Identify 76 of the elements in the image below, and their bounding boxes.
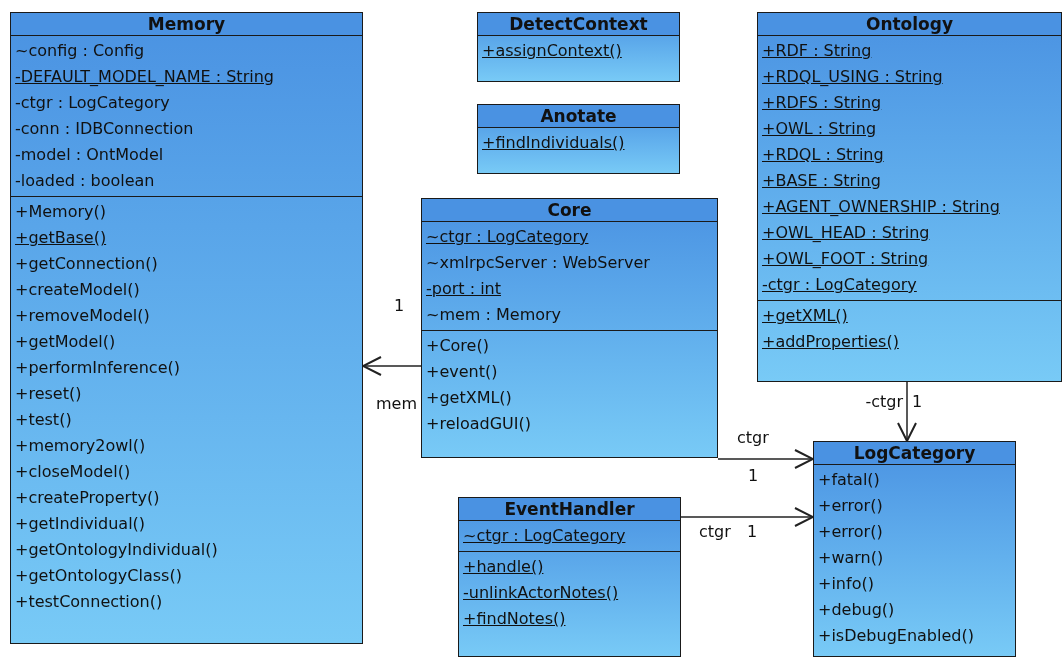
attribute-text: +OWL : String <box>761 118 878 140</box>
method-text: +test() <box>14 409 73 431</box>
method-text: +getIndividual() <box>14 513 147 535</box>
association-arrow <box>717 449 814 469</box>
method-text: +reset() <box>14 383 83 405</box>
association-arrow <box>897 381 917 442</box>
attribute-text: +RDQL_USING : String <box>761 66 944 88</box>
attribute-text: +BASE : String <box>761 170 882 192</box>
method-text: +findNotes() <box>462 608 567 630</box>
method-text: +Core() <box>425 335 490 357</box>
attribute-text: -ctgr : LogCategory <box>14 92 171 114</box>
method-text: +findIndividuals() <box>481 132 626 154</box>
method-text: +isDebugEnabled() <box>817 625 975 647</box>
association-arrow <box>680 507 814 527</box>
method-text: +getModel() <box>14 331 117 353</box>
attribute-text: -port : int <box>425 278 502 300</box>
attribute-text: +OWL_FOOT : String <box>761 248 930 270</box>
method-text: +getOntologyClass() <box>14 565 183 587</box>
method-text: -unlinkActorNotes() <box>462 582 620 604</box>
method-text: +getXML() <box>761 305 849 327</box>
method-text: +debug() <box>817 599 896 621</box>
class-box <box>421 198 718 458</box>
method-text: +createModel() <box>14 279 141 301</box>
class-box <box>813 441 1016 657</box>
association-arrow <box>362 356 422 376</box>
attribute-text: ~ctgr : LogCategory <box>425 226 590 248</box>
multiplicity-label: 1 <box>912 392 923 412</box>
attribute-text: -conn : IDBConnection <box>14 118 195 140</box>
attribute-text: -model : OntModel <box>14 144 165 166</box>
edge-label: ctgr <box>699 522 731 542</box>
multiplicity-label: 1 <box>748 466 759 486</box>
method-text: +fatal() <box>817 469 881 491</box>
class-name: EventHandler <box>459 498 680 521</box>
method-text: +info() <box>817 573 875 595</box>
class-box <box>10 12 363 644</box>
method-text: +memory2owl() <box>14 435 147 457</box>
method-text: +performInference() <box>14 357 181 379</box>
class-box <box>757 12 1062 382</box>
method-text: +error() <box>817 521 884 543</box>
attribute-text: ~config : Config <box>14 40 146 62</box>
attribute-text: ~mem : Memory <box>425 304 563 326</box>
method-text: +testConnection() <box>14 591 164 613</box>
class-name: Ontology <box>758 13 1061 36</box>
method-text: +getBase() <box>14 227 108 249</box>
multiplicity-label: 1 <box>747 522 758 542</box>
method-text: +error() <box>817 495 884 517</box>
attribute-text: +RDQL : String <box>761 144 885 166</box>
edge-label: mem <box>376 394 417 414</box>
attribute-text: -loaded : boolean <box>14 170 156 192</box>
method-text: +closeModel() <box>14 461 132 483</box>
method-text: +reloadGUI() <box>425 413 532 435</box>
method-text: +warn() <box>817 547 885 569</box>
method-text: +getConnection() <box>14 253 159 275</box>
attribute-text: +OWL_HEAD : String <box>761 222 931 244</box>
class-box <box>458 497 681 657</box>
attribute-text: ~ctgr : LogCategory <box>462 525 627 547</box>
attribute-text: +AGENT_OWNERSHIP : String <box>761 196 1001 218</box>
method-text: +getOntologyIndividual() <box>14 539 219 561</box>
edge-label: -ctgr <box>865 392 903 412</box>
attribute-text: ~xmlrpcServer : WebServer <box>425 252 651 274</box>
attribute-text: +RDFS : String <box>761 92 883 114</box>
attribute-text: +RDF : String <box>761 40 873 62</box>
method-text: +removeModel() <box>14 305 151 327</box>
method-text: +addProperties() <box>761 331 900 353</box>
class-box <box>477 104 680 174</box>
attribute-text: -DEFAULT_MODEL_NAME : String <box>14 66 275 88</box>
method-text: +event() <box>425 361 499 383</box>
method-text: +getXML() <box>425 387 513 409</box>
method-text: +createProperty() <box>14 487 161 509</box>
multiplicity-label: 1 <box>394 296 405 316</box>
method-text: +assignContext() <box>481 40 623 62</box>
method-text: +Memory() <box>14 201 107 223</box>
class-box <box>477 12 680 82</box>
method-text: +handle() <box>462 556 545 578</box>
attribute-text: -ctgr : LogCategory <box>761 274 918 296</box>
edge-label: ctgr <box>737 428 769 448</box>
